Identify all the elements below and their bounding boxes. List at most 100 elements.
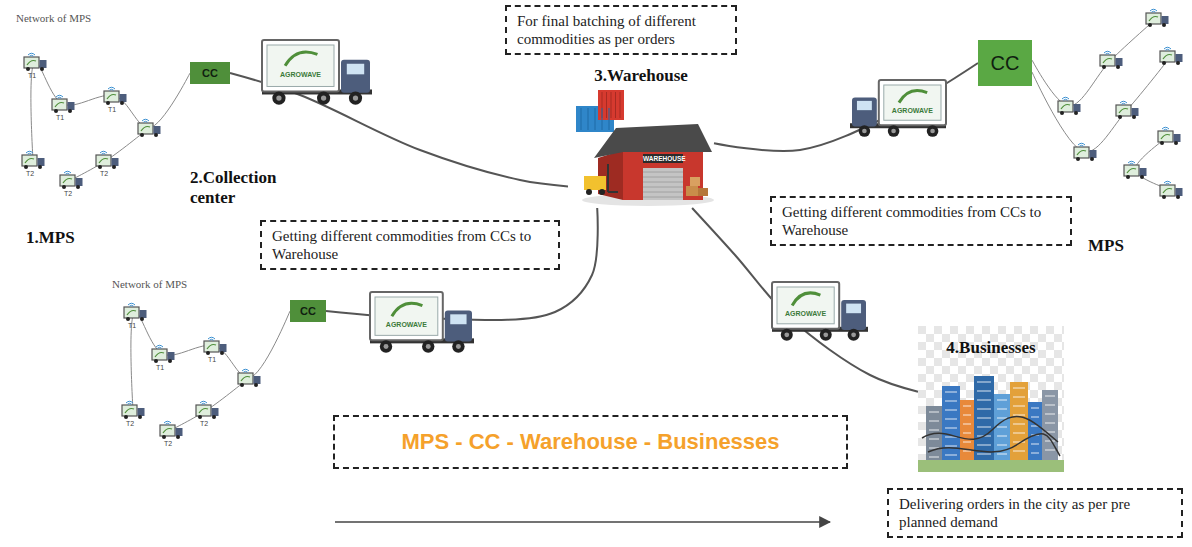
truck-brand: AGROWAVE — [267, 71, 334, 78]
truck-box — [1100, 55, 1115, 66]
truck-wheel — [1116, 65, 1120, 69]
delivery-truck — [850, 80, 946, 137]
truck-wheel — [781, 329, 793, 341]
node-text: MPS - CC - Warehouse - Businesses — [345, 429, 836, 455]
building-window-row — [997, 399, 1007, 401]
truck-box — [879, 80, 946, 125]
truck-cab — [176, 428, 183, 436]
delivery-route — [922, 416, 1058, 442]
truck-cab — [1176, 54, 1183, 62]
city-building — [942, 386, 960, 462]
truck-box — [160, 425, 175, 436]
truck-logo — [1061, 105, 1070, 110]
building-window-row — [1013, 405, 1025, 407]
truck-cab — [1176, 188, 1183, 196]
truck-screen — [375, 297, 438, 335]
truck-cab — [1174, 134, 1181, 142]
truck-cab — [38, 158, 45, 166]
truck-id: T1 — [128, 322, 136, 329]
container-rib — [609, 108, 610, 130]
container-rib — [588, 108, 589, 130]
roll-door — [643, 168, 683, 200]
truck-cab — [112, 158, 119, 166]
truck-box — [238, 373, 253, 384]
small-truck — [138, 119, 161, 137]
truck-wheel — [220, 351, 224, 355]
truck-cab — [1116, 58, 1123, 66]
truck-wheel — [212, 415, 216, 419]
truck-wheel — [1174, 141, 1178, 145]
truck-wheel — [140, 317, 144, 321]
truck-cab — [1074, 104, 1081, 112]
truck-id: T1 — [156, 364, 164, 371]
truck-cab — [1132, 108, 1139, 116]
truck-wheel — [1102, 65, 1106, 69]
wheel-hub — [321, 95, 326, 100]
container-rib — [581, 108, 582, 130]
truck-network-wire — [71, 128, 149, 180]
truck-logo — [1119, 109, 1128, 114]
truck-wheel — [1160, 141, 1164, 145]
building-window-row — [1013, 423, 1025, 425]
small-truck — [1160, 181, 1183, 199]
building-window-row — [945, 391, 957, 393]
truck-logo — [63, 179, 72, 184]
note-box: Getting different commodities from CCs t… — [260, 220, 560, 270]
truck-wheel — [1126, 175, 1130, 179]
truck-wheel — [1162, 195, 1166, 199]
node-text: 4.Businesses — [918, 326, 1064, 358]
truck-screen — [267, 45, 334, 86]
delivery-truck — [262, 40, 372, 105]
sign-board — [643, 154, 683, 163]
wifi-symbol — [26, 151, 33, 154]
truck-screen — [884, 85, 941, 120]
container-rib — [602, 108, 603, 130]
truck-wheel — [120, 101, 124, 105]
truck-wheel — [859, 125, 871, 137]
truck-network-wire — [1032, 18, 1157, 106]
building-window-row — [997, 408, 1007, 410]
container-rib — [606, 92, 607, 118]
truck-id: T1 — [56, 114, 64, 121]
truck-box — [370, 292, 443, 340]
truck-logo — [1149, 17, 1158, 22]
building-window-row — [945, 400, 957, 402]
truck-wheel — [1118, 115, 1122, 119]
truck-wheel — [126, 317, 130, 321]
small-truck — [1158, 127, 1181, 145]
truck-network-wire — [1135, 136, 1171, 190]
truck-wheel — [848, 329, 860, 341]
truck-wheel — [1162, 23, 1166, 27]
building-window-row — [945, 427, 957, 429]
building-side — [598, 150, 623, 200]
building-window-row — [1031, 452, 1039, 454]
truck-wheel — [106, 101, 110, 105]
delivery-truck — [370, 292, 474, 353]
node-text: 3.Warehouse — [568, 64, 714, 86]
collection-center-box: CC — [290, 300, 326, 322]
building-window-row — [1013, 396, 1025, 398]
wifi-symbol — [128, 303, 135, 306]
building-window-row — [977, 426, 991, 428]
wifi-symbol — [142, 119, 149, 122]
small-truck — [160, 421, 183, 439]
truck-cab — [138, 408, 145, 416]
truck-box — [262, 40, 339, 91]
truck-logo — [107, 95, 116, 100]
truck-box — [1146, 13, 1161, 24]
building-window-row — [977, 381, 991, 383]
truck-cab — [1162, 16, 1169, 24]
building-window-row — [1031, 407, 1039, 409]
building-window-row — [997, 435, 1007, 437]
city-building — [974, 376, 994, 462]
node-text: Delivering orders in the city as per pre… — [899, 495, 1171, 531]
door-slat — [643, 177, 683, 178]
truck-wheel — [140, 133, 144, 137]
small-truck — [1146, 9, 1169, 27]
forklift-mast — [607, 164, 609, 192]
truck-box — [96, 155, 111, 166]
truck-cab — [841, 300, 866, 330]
stage-label: MPS — [1088, 236, 1124, 256]
forklift-wheel — [599, 189, 605, 195]
small-truck — [122, 401, 145, 419]
